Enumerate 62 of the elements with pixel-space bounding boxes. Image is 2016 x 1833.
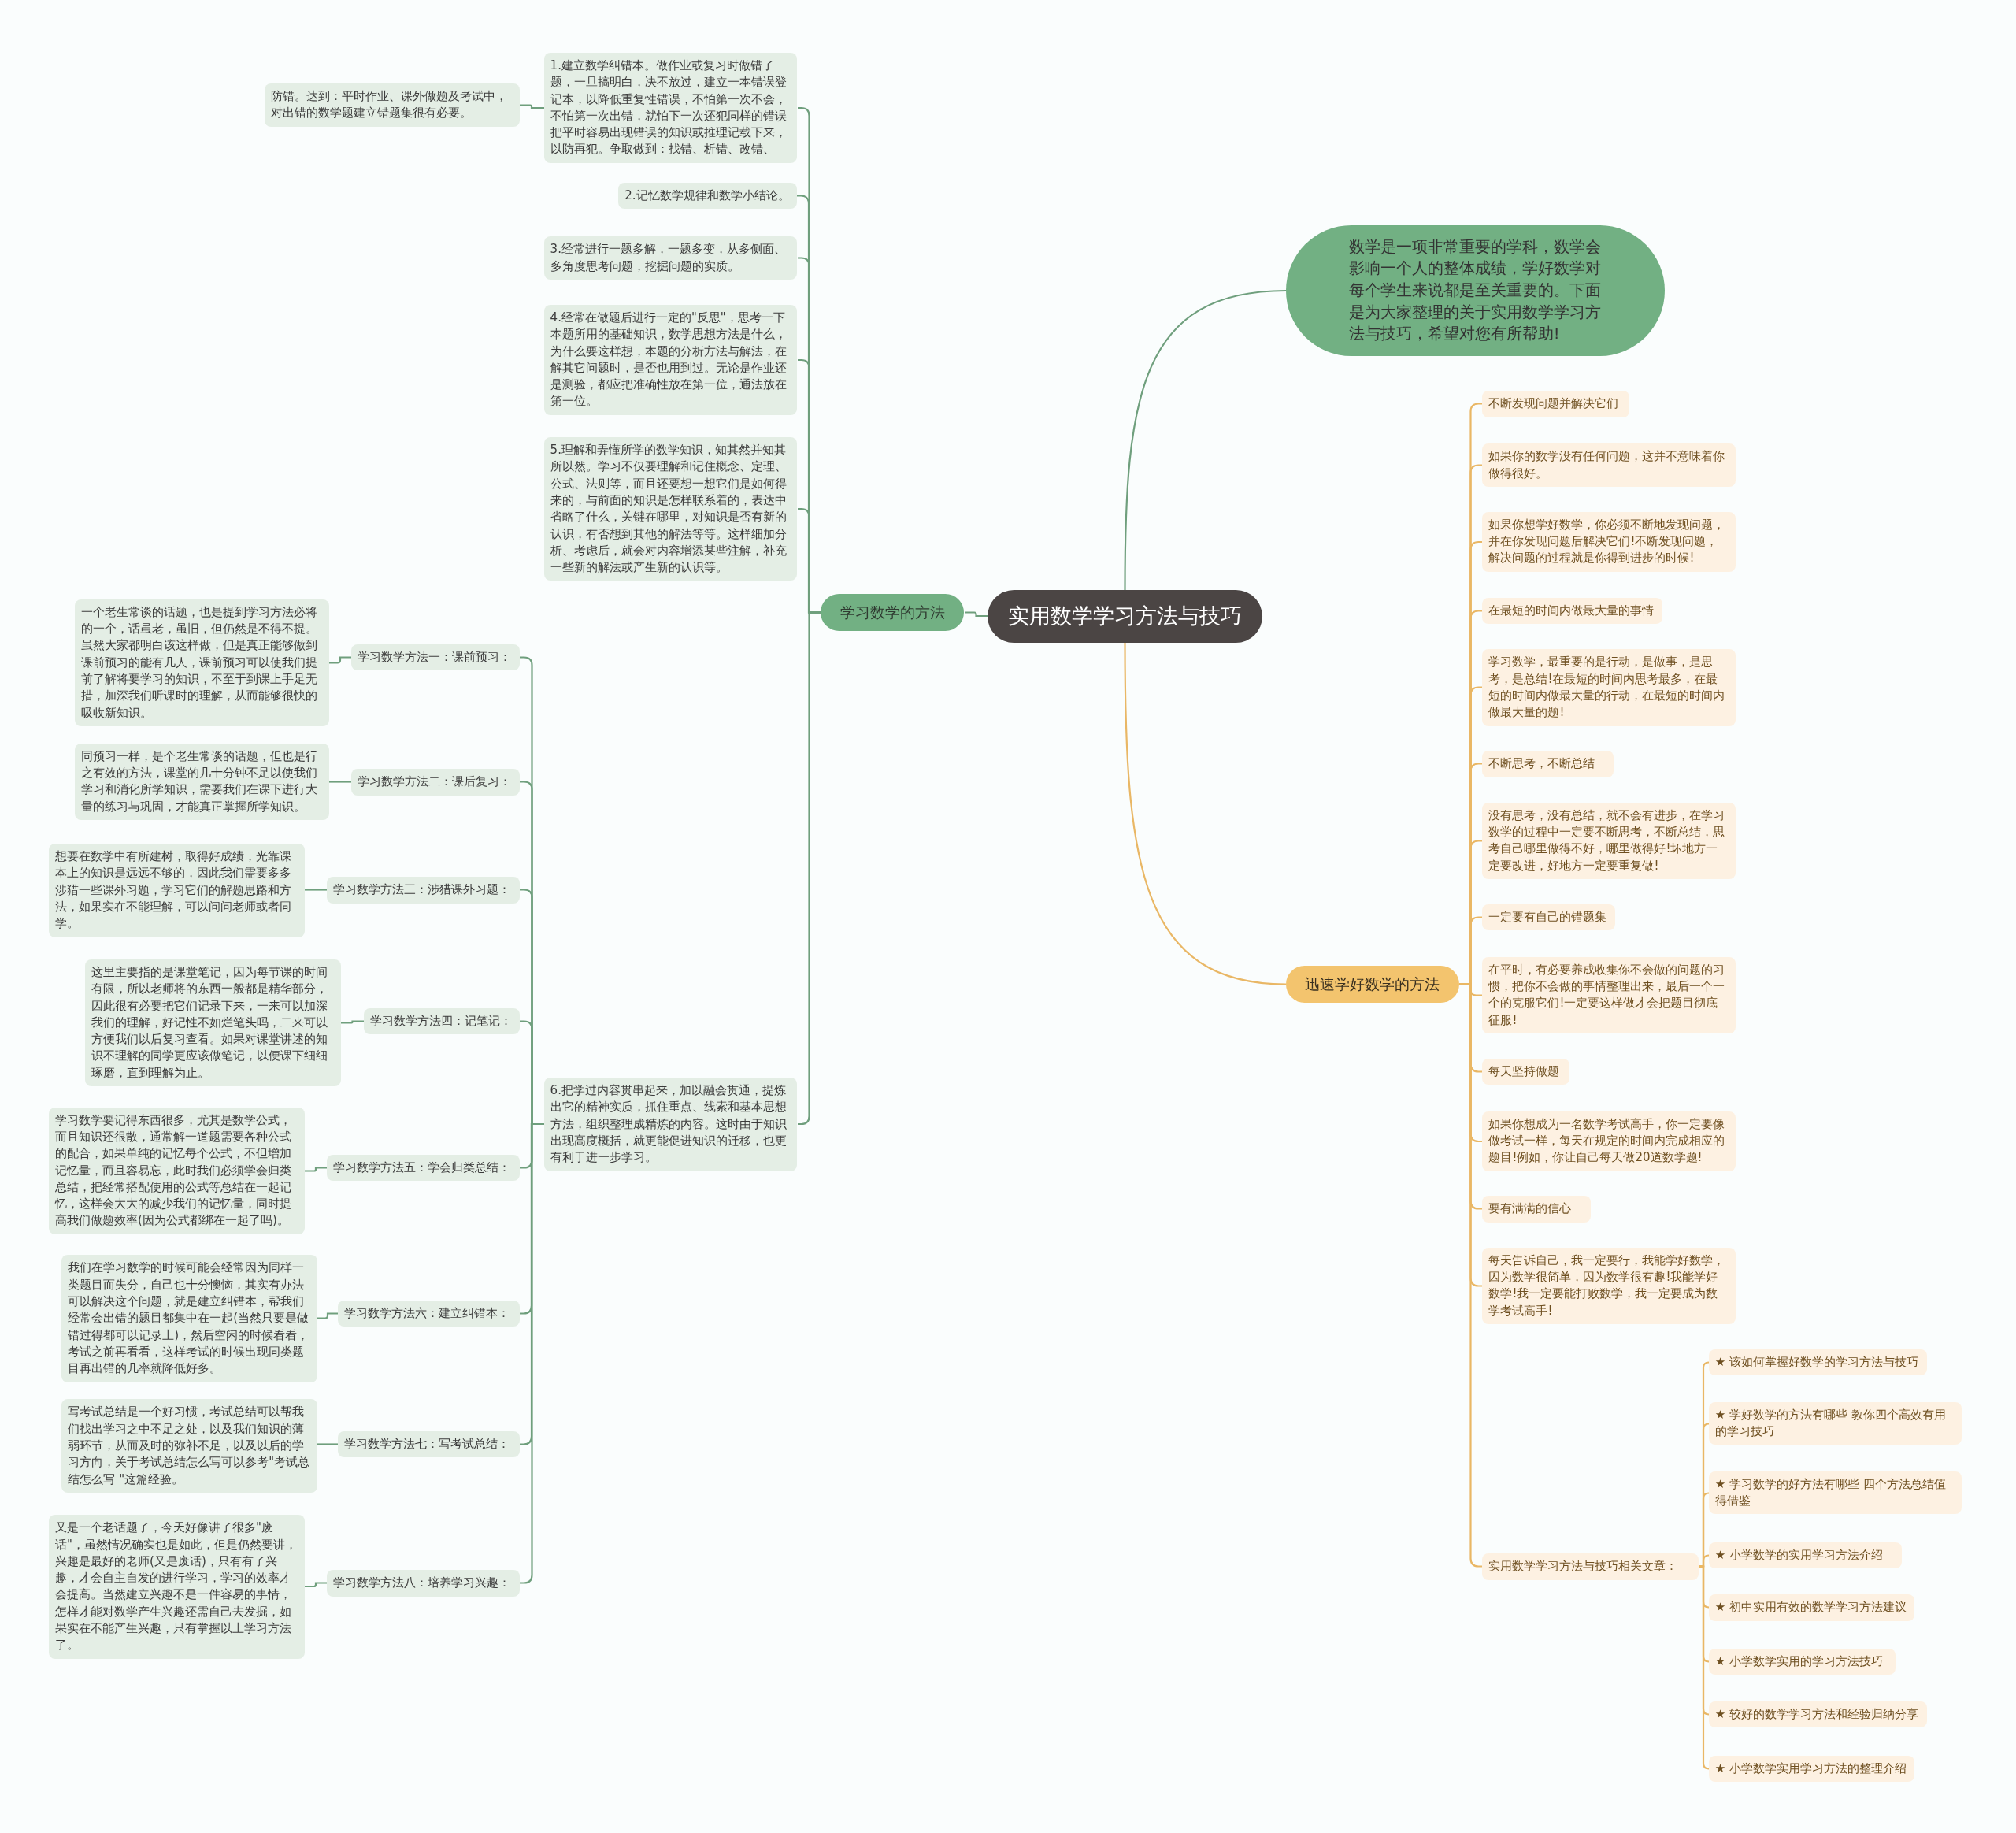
branch-topic: 迅速学好数学的方法	[1285, 966, 1460, 1004]
topic-box: 学习数学方法二：课后复习：	[350, 769, 520, 796]
topic-box: 不断发现问题并解决它们	[1482, 391, 1629, 417]
topic-box: ★ 学好数学的方法有哪些 教你四个高效有用的学习技巧	[1708, 1401, 1962, 1445]
topic-box: ★ 该如何掌握好数学的学习方法与技巧	[1708, 1349, 1928, 1375]
topic-box: 在平时，有必要养成收集你不会做的问题的习惯，把你不会做的事情整理出来，最后一个一个的克服它们!一定要这样做才会把题目彻底征服!	[1482, 956, 1736, 1033]
connector-line	[305, 1167, 327, 1172]
topic-box: 学习数学方法七：写考试总结：	[338, 1431, 520, 1458]
topic-box: 学习数学方法三：涉猎课外习题：	[326, 877, 520, 904]
topic-box: 在最短的时间内做最大量的事情	[1482, 598, 1662, 625]
topic-box: ★ 学习数学的好方法有哪些 四个方法总结值得借鉴	[1708, 1471, 1962, 1515]
topic-box: 不断思考，不断总结	[1482, 751, 1614, 777]
topic-box: 学习数学方法八：培养学习兴趣：	[326, 1570, 520, 1597]
topic-box: 我们在学习数学的时候可能会经常因为同样一类题目而失分，自己也十分懊恼，其实有办法可以解决这个问题，就是建立纠错本，帮我们经常会出错的题目都集中在一起(当然只要是做错过得都可以记录上)，然后空闲的时候看看，考试之前再看看，这样考试的时候出现同类题目再出错的几率就降低好多。	[61, 1255, 318, 1382]
topic-box: 一个老生常谈的话题，也是提到学习方法必将的一个，话虽老，虽旧，但仍然是不得不提。虽然大家都明白该这样做，但是真正能够做到课前预习的能有几人，课前预习可以使我们提前了解将要学习的知识，不至于到课上手足无措，加深我们听课时的理解，从而能够很快的吸收新知识。	[74, 599, 329, 726]
topic-box: ★ 初中实用有效的数学学习方法建议	[1708, 1594, 1914, 1621]
connector-line	[305, 889, 327, 891]
topic-box: 2.记忆数学规律和数学小结论。	[618, 182, 798, 210]
topic-box: 如果你想学好数学，你必须不断地发现问题，并在你发现问题后解决它们!不断发现问题，解决问题的过程就是你得到进步的时候!	[1482, 511, 1736, 572]
topic-box: 4.经常在做题后进行一定的"反思"，思考一下本题所用的基础知识，数学思想方法是什么，为什么要这样想，本题的分析方法与解法，在解其它问题时，是否也用到过。无论是作业还是测验，都应把准确性放在第一位，通法放在第一位。	[543, 304, 798, 415]
connector-line	[317, 1312, 338, 1319]
connector-line	[965, 611, 988, 618]
topic-box: 1.建立数学纠错本。做作业或复习时做错了题，一旦搞明白，决不放过，建立一本错误登记本，以降低重复性错误，不怕第一次不会，不怕第一次出错，就怕下一次还犯同样的错误把平时容易出现错误的知识或推理记载下来，以防再犯。争取做到：找错、析错、改错、	[543, 52, 798, 163]
topic-box: 每天坚持做题	[1482, 1058, 1570, 1085]
topic-box: 学习数学方法四：记笔记：	[364, 1008, 520, 1035]
topic-box: 学习数学方法六：建立纠错本：	[338, 1300, 520, 1327]
connector-line	[317, 1443, 338, 1445]
connector-line	[329, 781, 351, 783]
connector-line	[329, 656, 351, 664]
connector-line	[519, 104, 544, 109]
topic-box: 同预习一样，是个老生常谈的话题，但也是行之有效的方法，课堂的几十分钟不足以使我们学习和消化所学知识，需要我们在课下进行大量的练习与巩固，才能真正掌握所学知识。	[74, 743, 329, 820]
topic-box: 学习数学方法一：课前预习：	[350, 644, 520, 671]
connector-line	[1698, 1565, 1710, 1770]
topic-box: ★ 较好的数学学习方法和经验归纳分享	[1708, 1701, 1928, 1728]
topic-box: 如果你想成为一名数学考试高手，你一定要像做考试一样，每天在规定的时间内完成相应的题目!例如，你让自己每天做20道数学题!	[1482, 1111, 1736, 1171]
topic-box: 一定要有自己的错题集	[1482, 904, 1615, 931]
topic-box: 如果你的数学没有任何问题，这并不意味着你做得很好。	[1482, 443, 1736, 487]
topic-box: 5.理解和弄懂所学的数学知识，知其然并知其所以然。学习不仅要理解和记住概念、定理、公式、法则等，而且还要想一想它们是如何得来的，与前面的知识是怎样联系着的，表达中省略了什么，关键在哪里，对知识是否有新的认识，有否想到其他的解法等等。这样细加分析、考虑后，就会对内容增添某些注解，补充一些新的解法或产生新的认识等。	[543, 437, 798, 581]
topic-box: ★ 小学数学的实用学习方法介绍	[1708, 1542, 1902, 1568]
topic-box: 6.把学过内容贯串起来，加以融会贯通，提炼出它的精神实质，抓住重点、线索和基本思想方法，组织整理成精炼的内容。这时由于知识出现高度概括，就更能促进知识的迁移，也更有利于进一步学习。	[543, 1078, 798, 1171]
topic-box: 学习数学要记得东西很多，尤其是数学公式，而且知识还很散，通常解一道题需要各种公式的配合，如果单纯的记忆每个公式，不但增加记忆量，而且容易忘，此时我们必须学会归类总结，把经常搭配使用的公式等总结在一起记忆，这样会大大的减少我们的记忆量，同时提高我们做题效率(因为公式都绑在一起了吗)。	[49, 1107, 305, 1234]
topic-box: ★ 小学数学实用的学习方法技巧	[1708, 1649, 1896, 1675]
topic-box: 写考试总结是一个好习惯，考试总结可以帮我们找出学习之中不足之处，以及我们知识的薄弱环节，从而及时的弥补不足，以及以后的学习方向，关于考试总结怎么写可以参考"考试总结怎么写 "这篇经验。	[61, 1399, 318, 1493]
topic-box: 这里主要指的是课堂笔记，因为每节课的时间有限，所以老师将的东西一般都是精华部分，因此很有必要把它们记录下来，一来可以加深我们的理解，好记性不如烂笔头吗，二来可以方便我们以后复习查看。如果对课堂讲述的知识不理解的同学更应该做笔记，以便课下细细琢磨，直到理解为止。	[84, 959, 341, 1087]
topic-box: 3.经常进行一题多解，一题多变，从多侧面、多角度思考问题，挖掘问题的实质。	[543, 236, 798, 280]
topic-box: 每天告诉自己，我一定要行，我能学好数学，因为数学很简单，因为数学很有趣!我能学好数学!我一定要能打败数学，我一定要成为数学考试高手!	[1482, 1247, 1736, 1324]
connector-line	[1124, 642, 1287, 985]
connector-line	[305, 1582, 327, 1588]
topic-box: 没有思考，没有总结，就不会有进步，在学习数学的过程中一定要不断思考，不断总结，思考自己哪里做得不好，哪里做得好!坏地方一定要改进，好地方一定要重复做!	[1482, 802, 1736, 879]
topic-box: 又是一个老话题了，今天好像讲了很多"废话"，虽然情况确实也是如此，但是仍然要讲，兴趣是最好的老师(又是废话)，只有有了兴趣，才会自主自发的进行学习，学习的效率才会提高。当然建立兴趣不是一件容易的事情，怎样才能对数学产生兴趣还需自己去发掘，如果实在不能产生兴趣，只有掌握以上学习方法了。	[49, 1515, 305, 1659]
intro-bubble: 数学是一项非常重要的学科，数学会影响一个人的整体成绩，学好数学对每个学生来说都是至关重要的。下面是为大家整理的关于实用数学学习方法与技巧，希望对您有所帮助!	[1285, 224, 1666, 357]
topic-box: 防错。达到：平时作业、课外做题及考试中，对出错的数学题建立错题集很有必要。	[265, 83, 520, 127]
topic-box: 实用数学学习方法与技巧相关文章：	[1482, 1553, 1699, 1580]
topic-box: 学习数学方法五：学会归类总结：	[326, 1155, 520, 1182]
topic-box: 学习数学，最重要的是行动，是做事，是思考，是总结!在最短的时间内思考最多，在最短的时间内做最大量的行动，在最短的时间内做最大量的题!	[1482, 649, 1736, 726]
topic-box: 想要在数学中有所建树，取得好成绩，光靠课本上的知识是远远不够的，因此我们需要多多涉猎一些课外习题，学习它们的解题思路和方法，如果实在不能理解，可以问问老师或者同学。	[49, 844, 305, 937]
topic-box: 要有满满的信心	[1482, 1196, 1591, 1223]
connector-line	[341, 1020, 364, 1024]
branch-topic: 学习数学的方法	[820, 594, 965, 632]
central-topic: 实用数学学习方法与技巧	[987, 590, 1263, 643]
topic-box: ★ 小学数学实用学习方法的整理介绍	[1708, 1755, 1914, 1782]
connector-line	[1124, 289, 1287, 590]
